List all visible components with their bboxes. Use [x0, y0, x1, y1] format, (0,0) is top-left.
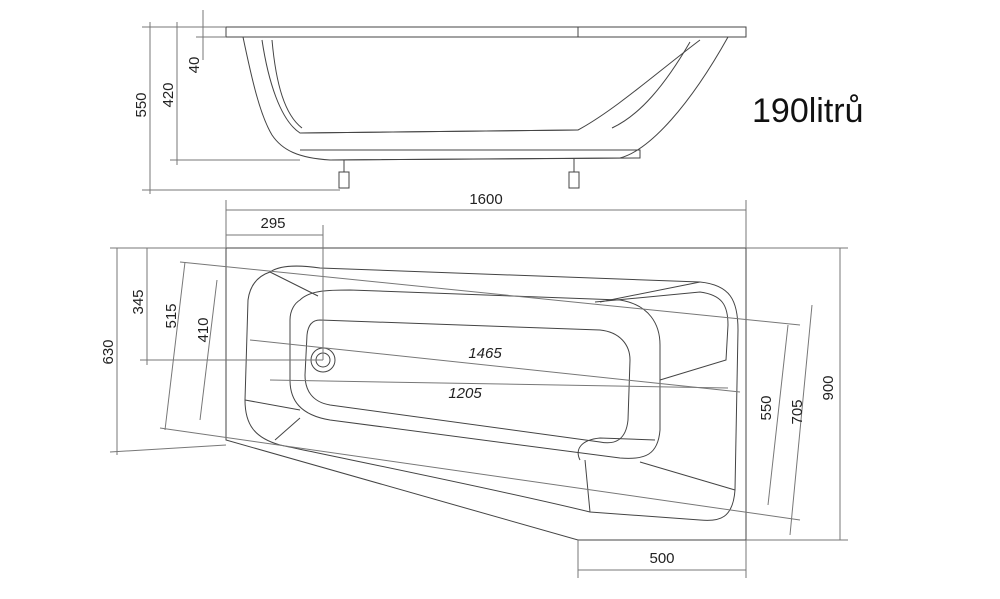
side-view [142, 10, 747, 194]
dim-1205-line [269, 379, 729, 389]
dim-label-500: 500 [649, 550, 674, 567]
dim-630-ext-bottom [109, 444, 227, 453]
top-view [109, 200, 848, 578]
dim-1465-mid [249, 339, 741, 393]
dim-label-295: 295 [260, 215, 285, 232]
dim-1465-line [179, 261, 801, 326]
dim-label-1465: 1465 [468, 345, 502, 362]
top-inner-basin [289, 289, 661, 459]
top-rim-contour [244, 265, 739, 521]
side-outer-shell [242, 36, 729, 161]
dim-label-630: 630 [100, 339, 117, 364]
side-inner-shell-1 [261, 39, 701, 134]
side-base [300, 149, 641, 161]
dim-label-1205: 1205 [448, 385, 482, 402]
dim-label-1600: 1600 [469, 191, 502, 208]
dim-label-550-side: 550 [133, 92, 150, 117]
headrest [594, 291, 729, 381]
facet-6 [274, 417, 301, 441]
dim-1465-line-b [159, 427, 801, 521]
facet-2 [244, 399, 301, 411]
dim-705-right-line [789, 304, 813, 536]
dim-label-420: 420 [160, 82, 177, 107]
leg-right [568, 158, 580, 189]
facet-3 [599, 281, 701, 303]
dim-label-550-right: 550 [758, 395, 775, 420]
dim-label-515: 515 [163, 303, 180, 328]
leg-left [338, 160, 350, 189]
side-inner-shell-3 [611, 41, 691, 129]
top-outer-outline [225, 247, 747, 541]
lumbar [577, 437, 656, 461]
volume-label: 190litrů [752, 92, 864, 130]
dim-label-40: 40 [186, 57, 203, 74]
dim-550-right-line [767, 324, 789, 506]
side-inner-shell-2 [271, 39, 303, 129]
facet-5 [584, 459, 591, 513]
facet-4 [639, 461, 736, 491]
dim-label-900: 900 [820, 375, 837, 400]
top-basin-floor [304, 319, 631, 444]
dim-515-line [164, 261, 186, 431]
dim-410-line [199, 279, 218, 421]
side-rim [225, 26, 747, 38]
dim-label-345: 345 [130, 289, 147, 314]
side-bottom-line [299, 129, 579, 134]
facet-1 [269, 271, 319, 297]
dim-label-410: 410 [195, 317, 212, 342]
dim-label-705: 705 [789, 399, 806, 424]
